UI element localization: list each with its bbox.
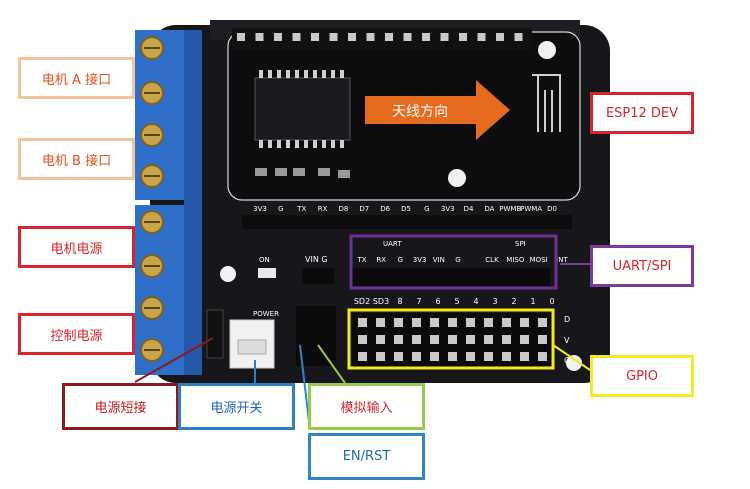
uart-pin-label: TX (356, 256, 366, 264)
top-pin-label: D4 (464, 205, 474, 213)
uart-spi-highlight (349, 234, 558, 290)
gpio-pin-label: 6 (435, 297, 440, 306)
uart-pin-label: G (398, 256, 403, 264)
label-power-short: 电源短接 (62, 383, 179, 430)
top-pin-label: D0 (547, 205, 557, 213)
gpio-pin-label: 0 (549, 297, 554, 306)
spi-pin-label: MOSI (530, 256, 548, 264)
gpio-highlight (347, 308, 555, 370)
gpio-pin-label: 2 (511, 297, 516, 306)
top-pin-label: 3V3 (253, 205, 267, 213)
mount-hole (220, 266, 236, 282)
uart-pin-label: G (455, 256, 460, 264)
label-motor-a: 电机 A 接口 (18, 57, 135, 99)
vin-g-text: VIN G (305, 255, 328, 264)
top-pin-label: D6 (380, 205, 390, 213)
label-motor-b: 电机 B 接口 (18, 138, 135, 180)
mount-hole (448, 169, 466, 187)
uart-pin-labels: TX RX G 3V3 VIN G (356, 256, 460, 264)
spi-pin-label: MISO (506, 256, 525, 264)
analog-header (296, 306, 336, 366)
label-power-switch: 电源开关 (178, 383, 295, 430)
mount-hole (538, 41, 556, 59)
gpio-pin-label: 4 (473, 297, 478, 306)
connector-line (134, 337, 214, 383)
gpio-pin-label: 8 (397, 297, 402, 306)
antenna-direction-text: 天线方向 (392, 104, 448, 120)
top-pin-label: RX (318, 205, 328, 213)
label-esp12: ESP12 DEV (590, 92, 694, 134)
top-pin-label: G (278, 205, 283, 213)
antenna-direction-arrow (365, 80, 510, 140)
spi-pin-label: INT (556, 256, 568, 264)
spi-pin-label: CLK (485, 256, 499, 264)
label-uart-spi: UART/SPI (590, 245, 694, 287)
top-header-pins (232, 28, 532, 50)
uart-pin-label: VIN (433, 256, 445, 264)
uart-title: UART (383, 240, 402, 248)
spi-pin-labels: CLK MISO MOSI INT (485, 256, 568, 264)
gpio-pin-label: 1 (530, 297, 535, 306)
uart-pin-label: 3V3 (413, 256, 427, 264)
label-analog-input: 模拟输入 (308, 383, 425, 430)
antenna-trace (532, 74, 561, 132)
connector-line (552, 344, 591, 371)
spi-title: SPI (515, 240, 526, 248)
gpio-pin-label: 7 (416, 297, 421, 306)
label-control-power: 控制电源 (18, 313, 135, 355)
connector-line (317, 344, 346, 384)
top-pin-label: DA (484, 205, 494, 213)
top-pin-label: TX (296, 205, 306, 213)
uart-pin-label: RX (376, 256, 386, 264)
gpio-pin-label: 5 (454, 297, 459, 306)
side-letter-d: D (564, 315, 570, 324)
side-letter-v: V (564, 336, 570, 345)
top-pin-label: PWMB (499, 205, 521, 213)
gpio-pin-label: SD2 (354, 297, 370, 306)
top-pin-label: PWMA (520, 205, 542, 213)
on-text: ON (259, 256, 270, 264)
label-motor-power: 电机电源 (18, 226, 135, 268)
on-led (258, 268, 276, 278)
label-gpio: GPIO (590, 355, 694, 397)
top-pin-label: D8 (339, 205, 349, 213)
top-pin-label: D7 (359, 205, 369, 213)
mount-hole (566, 355, 582, 371)
power-text: POWER (253, 310, 279, 318)
top-pin-label: D5 (401, 205, 411, 213)
side-letter-g: G (564, 356, 570, 365)
gpio-pin-label: 3 (492, 297, 497, 306)
top-pin-label: G (424, 205, 429, 213)
gpio-pin-label: SD3 (373, 297, 389, 306)
top-pin-label: 3V3 (441, 205, 455, 213)
label-en-rst: EN/RST (308, 433, 425, 480)
driver-chip (254, 77, 351, 141)
